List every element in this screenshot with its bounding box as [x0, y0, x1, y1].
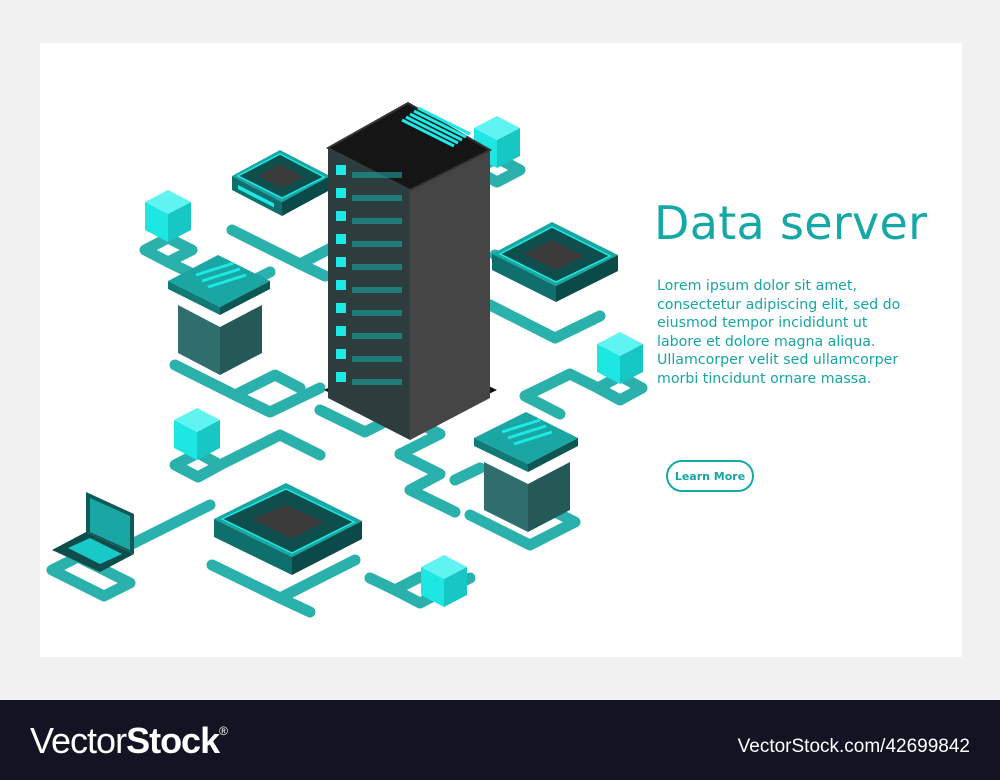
mini-server [168, 255, 578, 532]
registered-mark: ® [219, 724, 228, 738]
image-reference: VectorStock.com/42699842 [737, 736, 970, 757]
data-cube [145, 116, 643, 607]
server-rack-tower [324, 101, 497, 440]
logo-light-text: Vector [30, 720, 127, 761]
chip-board [214, 150, 618, 575]
footer-bar: VectorStock® VectorStock.com/42699842 [0, 700, 1000, 780]
logo-bold-text: Stock [126, 720, 220, 761]
hero-description: Lorem ipsum dolor sit amet, consectetur … [657, 278, 901, 387]
data-server-illustration [46, 101, 648, 618]
laptop [52, 492, 134, 572]
rack-units [336, 165, 346, 382]
learn-more-button[interactable]: Learn More [666, 460, 754, 492]
vectorstock-logo[interactable]: VectorStock® [30, 720, 228, 762]
page-title: Data server [654, 196, 928, 250]
